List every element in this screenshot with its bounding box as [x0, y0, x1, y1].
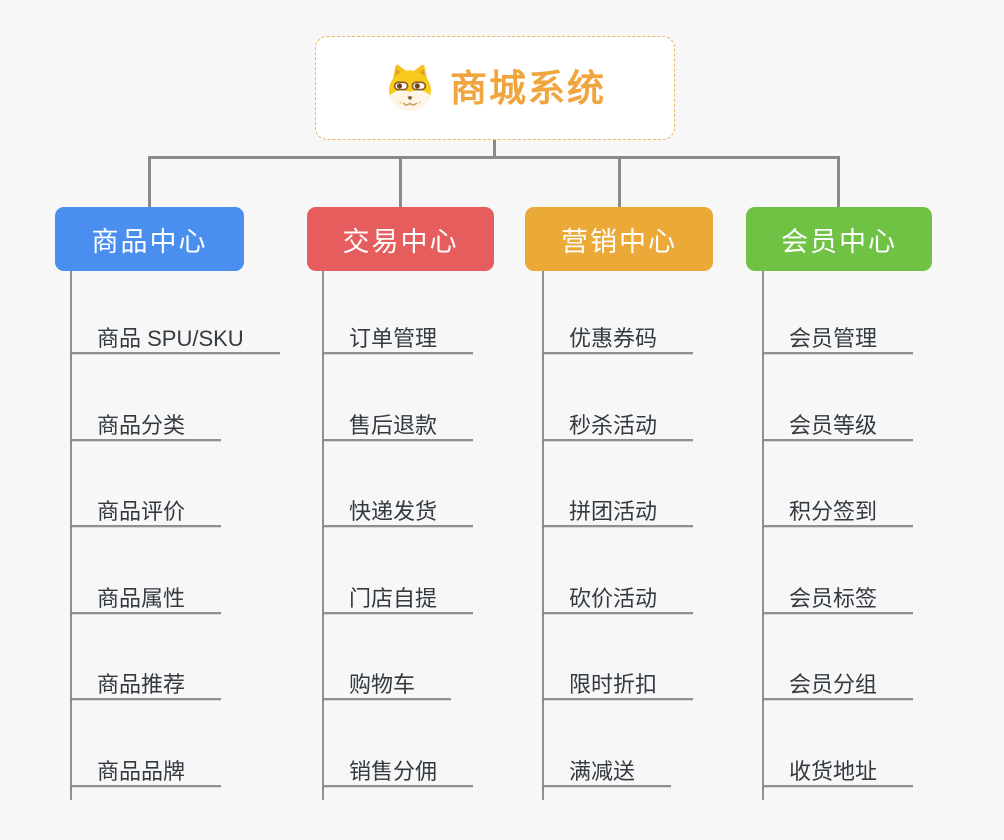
- leaf-node[interactable]: 商品 SPU/SKU: [70, 326, 280, 354]
- leaf-node[interactable]: 会员分组: [762, 672, 914, 700]
- branch-label: 商品中心: [91, 226, 208, 257]
- branch-marketing-center[interactable]: 营销中心: [525, 207, 713, 271]
- connector-column-member: [762, 271, 764, 800]
- connector-column-trade: [322, 271, 324, 800]
- column-member-items: 会员管理 会员等级 积分签到 会员标签 会员分组 收货地址: [762, 0, 914, 787]
- column-product-items: 商品 SPU/SKU 商品分类 商品评价 商品属性 商品推荐 商品品牌: [70, 0, 280, 787]
- branch-trade-center[interactable]: 交易中心: [307, 207, 494, 271]
- leaf-node[interactable]: 商品评价: [70, 499, 222, 527]
- leaf-node[interactable]: 商品品牌: [70, 759, 222, 787]
- leaf-node[interactable]: 快递发货: [322, 499, 474, 527]
- connector-column-product: [70, 271, 72, 800]
- branch-member-center[interactable]: 会员中心: [746, 207, 932, 271]
- leaf-node[interactable]: 积分签到: [762, 499, 914, 527]
- leaf-node[interactable]: 购物车: [322, 672, 452, 700]
- leaf-node[interactable]: 满减送: [542, 759, 672, 787]
- root-node[interactable]: 商城系统: [315, 36, 675, 140]
- leaf-node[interactable]: 会员管理: [762, 326, 914, 354]
- column-marketing-items: 优惠券码 秒杀活动 拼团活动 砍价活动 限时折扣 满减送: [542, 0, 694, 787]
- leaf-node[interactable]: 拼团活动: [542, 499, 694, 527]
- connector-drop-member: [837, 156, 840, 207]
- leaf-node[interactable]: 售后退款: [322, 413, 474, 441]
- connector-trunk: [148, 156, 840, 159]
- leaf-node[interactable]: 秒杀活动: [542, 413, 694, 441]
- branch-label: 会员中心: [781, 226, 897, 257]
- leaf-node[interactable]: 优惠券码: [542, 326, 694, 354]
- leaf-node[interactable]: 销售分佣: [322, 759, 474, 787]
- leaf-node[interactable]: 会员标签: [762, 586, 914, 614]
- branch-label: 营销中心: [561, 226, 677, 257]
- branch-label: 交易中心: [342, 226, 459, 257]
- branch-product-center[interactable]: 商品中心: [55, 207, 244, 271]
- leaf-node[interactable]: 订单管理: [322, 326, 474, 354]
- column-trade-items: 订单管理 售后退款 快递发货 门店自提 购物车 销售分佣: [322, 0, 474, 787]
- connector-root-drop: [493, 140, 496, 157]
- connector-column-marketing: [542, 271, 544, 800]
- leaf-node[interactable]: 会员等级: [762, 413, 914, 441]
- connector-drop-trade: [399, 156, 402, 207]
- doge-face-icon: [389, 64, 431, 111]
- leaf-node[interactable]: 门店自提: [322, 586, 474, 614]
- leaf-node[interactable]: 商品推荐: [70, 672, 222, 700]
- connector-drop-marketing: [618, 156, 621, 207]
- connector-drop-product: [148, 156, 151, 207]
- leaf-node[interactable]: 砍价活动: [542, 586, 694, 614]
- root-title: 商城系统: [450, 67, 606, 109]
- leaf-node[interactable]: 商品属性: [70, 586, 222, 614]
- leaf-node[interactable]: 商品分类: [70, 413, 222, 441]
- leaf-node[interactable]: 收货地址: [762, 759, 914, 787]
- leaf-node[interactable]: 限时折扣: [542, 672, 694, 700]
